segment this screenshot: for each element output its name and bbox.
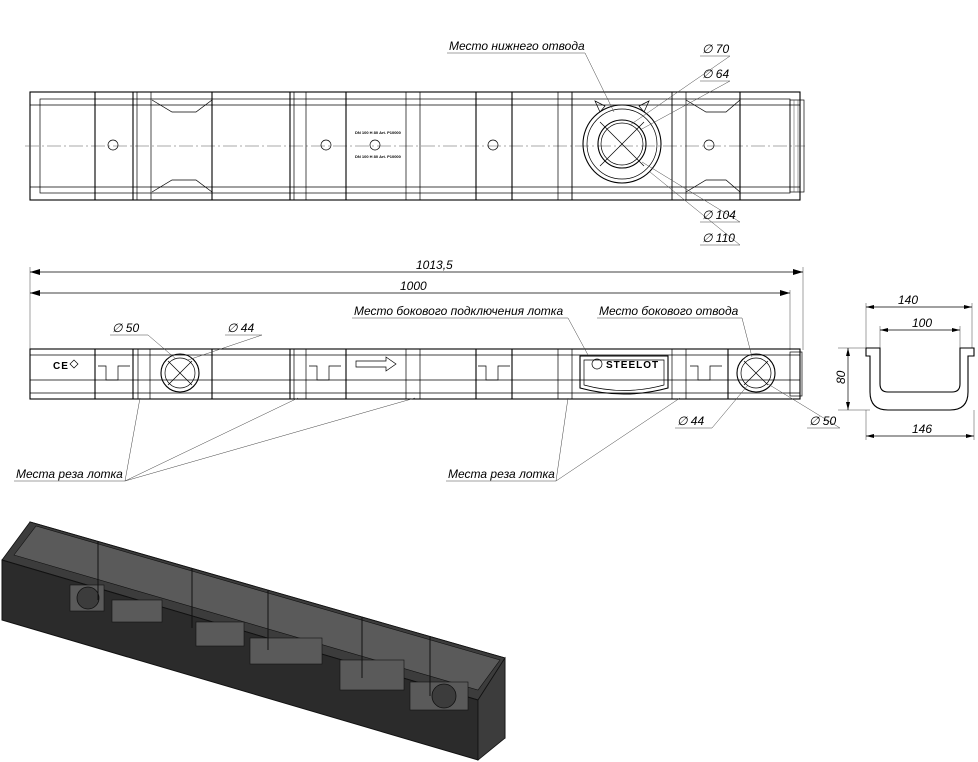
dim-outer-top: 140 [898, 293, 918, 307]
channel-profile [865, 347, 975, 411]
flow-arrow-icon [355, 356, 397, 372]
dim-length: 1000 [400, 279, 427, 293]
brand-logo: STEELOT [606, 360, 659, 371]
side-view: 1013,5 1000 CE [14, 258, 841, 482]
ce-mark: CE [53, 361, 69, 372]
drain-hole [703, 139, 715, 151]
bottom-outlet [571, 91, 673, 201]
label-side-outlet: Место бокового отвода [599, 304, 739, 318]
dim-total: 1013,5 [416, 258, 453, 272]
marking-text: DN 100 H 80 Art. P10000 [355, 154, 402, 159]
drain-hole [487, 139, 499, 151]
dim-height: 80 [834, 370, 848, 384]
logo-icon [591, 358, 603, 370]
channel-3d-render [1, 521, 506, 761]
label-bottom-outlet: Место нижнего отвода [449, 39, 585, 53]
cut-notch [98, 365, 130, 381]
dim-base: 146 [912, 422, 932, 436]
cut-notch [690, 365, 722, 381]
dim-inner: 100 [912, 316, 932, 330]
dim-d70: ∅ 70 [702, 42, 729, 56]
label-side-connection: Место бокового подключения лотка [354, 304, 563, 318]
top-view: DN 100 H 80 Art. P10000 DN 100 H 80 Art.… [25, 39, 805, 246]
dim-d50-left: ∅ 50 [112, 321, 139, 335]
drain-hole [369, 139, 381, 151]
dim-d50-right: ∅ 50 [809, 414, 836, 428]
side-outlet-right [736, 353, 776, 393]
section-view: 140 100 80 146 [834, 293, 975, 440]
label-cut-right: Места реза лотка [448, 467, 555, 481]
dim-d44-left: ∅ 44 [227, 321, 254, 335]
dim-d44-right: ∅ 44 [677, 414, 704, 428]
side-outlet-left [160, 353, 200, 393]
recycle-icon [69, 359, 79, 369]
side-view-outline [29, 348, 801, 400]
dim-d110: ∅ 110 [702, 231, 735, 245]
dim-d104: ∅ 104 [702, 208, 736, 222]
side-connection: STEELOT [579, 355, 669, 395]
drain-hole [107, 139, 119, 151]
label-cut-left: Места реза лотка [16, 467, 123, 481]
drain-hole [320, 139, 332, 151]
cut-notch [478, 365, 510, 381]
dim-d64: ∅ 64 [702, 67, 729, 81]
cut-notch [309, 365, 341, 381]
marking-text: DN 100 H 80 Art. P10000 [355, 130, 402, 135]
